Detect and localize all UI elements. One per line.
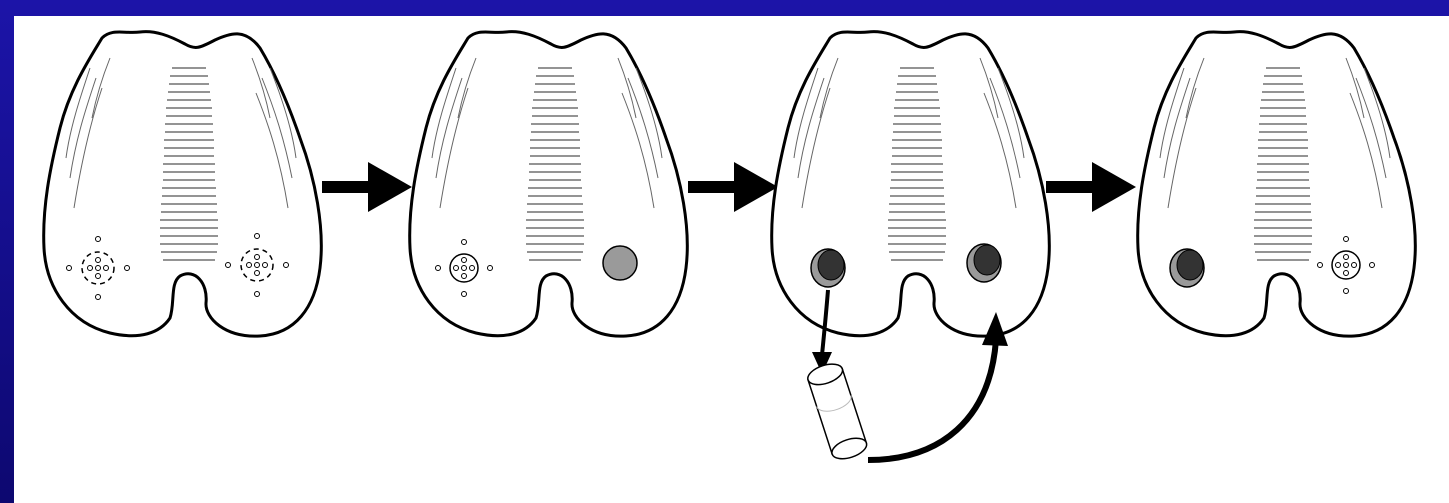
stage-4-femur xyxy=(1138,32,1416,337)
step-arrow-1 xyxy=(322,162,412,212)
stage-3-implant-site xyxy=(967,244,1001,282)
stage-1-femur xyxy=(44,32,322,337)
osteochondral-plug xyxy=(805,360,869,462)
stage-2-femur xyxy=(410,32,688,337)
step-arrow-3 xyxy=(1046,162,1136,212)
stage-3-harvest-site xyxy=(811,249,845,287)
implant-arrow xyxy=(868,340,996,460)
stage-3-femur xyxy=(772,32,1050,337)
stage-2-defect xyxy=(603,246,637,280)
stage-4-plug xyxy=(1170,249,1204,287)
step-arrow-2 xyxy=(688,162,778,212)
